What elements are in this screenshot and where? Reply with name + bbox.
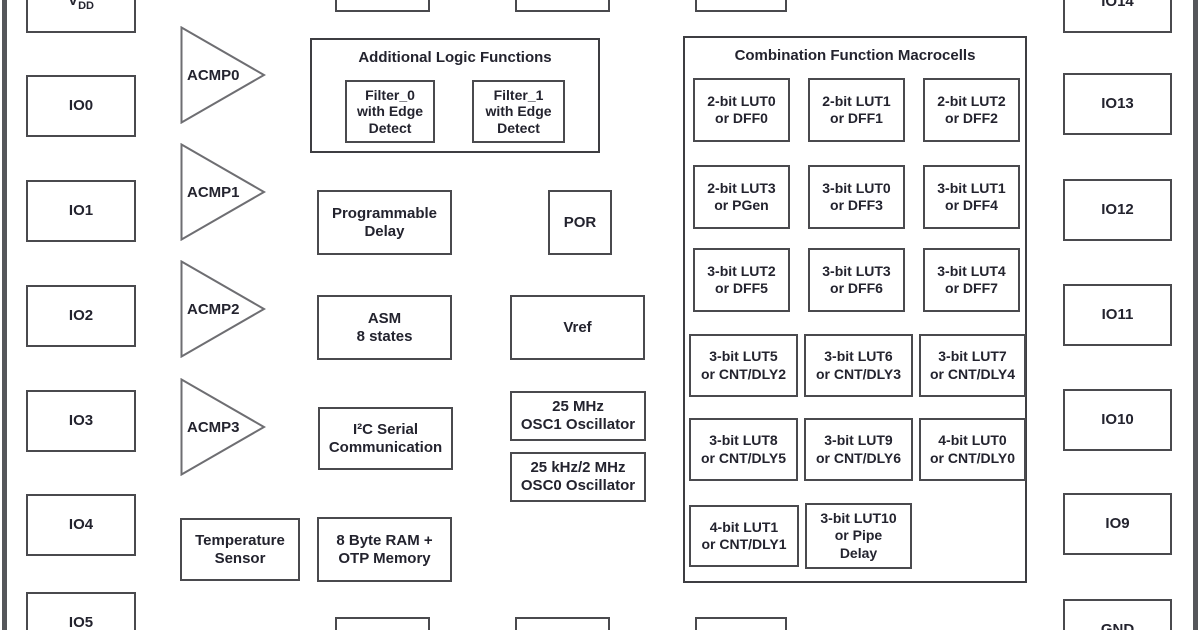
macrocell-lut-dff7: 3-bit LUT4 or DFF7 — [923, 248, 1020, 312]
macrocell-lut-dff3: 3-bit LUT0 or DFF3 — [808, 165, 905, 229]
pin-vdd-label: VDD — [68, 0, 94, 12]
filter1-block: Filter_1 with Edge Detect — [472, 80, 565, 143]
chip-left-edge — [2, 0, 7, 630]
pin-io2: IO2 — [26, 285, 136, 347]
partial-block-top-right — [695, 0, 787, 12]
comparator-triangle-icon — [180, 378, 266, 476]
pin-io11: IO11 — [1063, 284, 1172, 346]
osc0-oscillator-block: 25 kHz/2 MHz OSC0 Oscillator — [510, 452, 646, 502]
i2c-serial-block: I²C Serial Communication — [318, 407, 453, 470]
partial-block-bottom-right — [695, 617, 787, 630]
acmp1-label: ACMP1 — [187, 183, 240, 201]
pin-io13: IO13 — [1063, 73, 1172, 135]
additional-logic-title: Additional Logic Functions — [358, 49, 552, 66]
pin-vdd: VDD — [26, 0, 136, 33]
macrocell-lut-cntdly5: 3-bit LUT8 or CNT/DLY5 — [689, 418, 798, 481]
macrocell-lut-cntdly3: 3-bit LUT6 or CNT/DLY3 — [804, 334, 913, 397]
osc1-oscillator-block: 25 MHz OSC1 Oscillator — [510, 391, 646, 441]
combination-macrocells-block: Combination Function Macrocells 2-bit LU… — [683, 36, 1027, 583]
pin-io14: IO14 — [1063, 0, 1172, 33]
acmp3-label: ACMP3 — [187, 418, 240, 436]
vref-block: Vref — [510, 295, 645, 360]
macrocell-lut-pipedelay: 3-bit LUT10 or Pipe Delay — [805, 503, 912, 569]
pin-io5: IO5 — [26, 592, 136, 630]
acmp0-label: ACMP0 — [187, 66, 240, 84]
macrocell-lut-cntdly0: 4-bit LUT0 or CNT/DLY0 — [919, 418, 1026, 481]
partial-block-top-center — [515, 0, 610, 12]
partial-block-top-left — [335, 0, 430, 12]
chip-right-edge — [1193, 0, 1198, 630]
macrocell-lut-pgen: 2-bit LUT3 or PGen — [693, 165, 790, 229]
macrocell-lut-cntdly1: 4-bit LUT1 or CNT/DLY1 — [689, 505, 799, 567]
comparator-triangle-icon — [180, 143, 266, 241]
pin-io4: IO4 — [26, 494, 136, 556]
comparator-triangle-icon — [180, 260, 266, 358]
pin-gnd: GND — [1063, 599, 1172, 630]
partial-block-bottom-left — [335, 617, 430, 630]
macrocell-lut-dff6: 3-bit LUT3 or DFF6 — [808, 248, 905, 312]
pin-io10: IO10 — [1063, 389, 1172, 451]
acmp2-comparator: ACMP2 — [180, 260, 266, 358]
macrocell-lut-dff1: 2-bit LUT1 or DFF1 — [808, 78, 905, 142]
programmable-delay-block: Programmable Delay — [317, 190, 452, 255]
temperature-sensor-block: Temperature Sensor — [180, 518, 300, 581]
macrocell-lut-dff4: 3-bit LUT1 or DFF4 — [923, 165, 1020, 229]
macrocell-lut-dff2: 2-bit LUT2 or DFF2 — [923, 78, 1020, 142]
pin-io12: IO12 — [1063, 179, 1172, 241]
acmp0-comparator: ACMP0 — [180, 26, 266, 124]
por-block: POR — [548, 190, 612, 255]
acmp1-comparator: ACMP1 — [180, 143, 266, 241]
acmp3-comparator: ACMP3 — [180, 378, 266, 476]
filter0-block: Filter_0 with Edge Detect — [345, 80, 435, 143]
pin-io0: IO0 — [26, 75, 136, 137]
macrocell-lut-dff5: 3-bit LUT2 or DFF5 — [693, 248, 790, 312]
macrocell-lut-cntdly2: 3-bit LUT5 or CNT/DLY2 — [689, 334, 798, 397]
partial-block-bottom-center — [515, 617, 610, 630]
pin-io9: IO9 — [1063, 493, 1172, 555]
pin-io3: IO3 — [26, 390, 136, 452]
asm-block: ASM 8 states — [317, 295, 452, 360]
ram-otp-memory-block: 8 Byte RAM + OTP Memory — [317, 517, 452, 582]
acmp2-label: ACMP2 — [187, 300, 240, 318]
macrocell-lut-cntdly4: 3-bit LUT7 or CNT/DLY4 — [919, 334, 1026, 397]
pin-io1: IO1 — [26, 180, 136, 242]
macrocell-lut-cntdly6: 3-bit LUT9 or CNT/DLY6 — [804, 418, 913, 481]
macrocell-lut-dff0: 2-bit LUT0 or DFF0 — [693, 78, 790, 142]
macrocells-title: Combination Function Macrocells — [734, 47, 976, 64]
comparator-triangle-icon — [180, 26, 266, 124]
